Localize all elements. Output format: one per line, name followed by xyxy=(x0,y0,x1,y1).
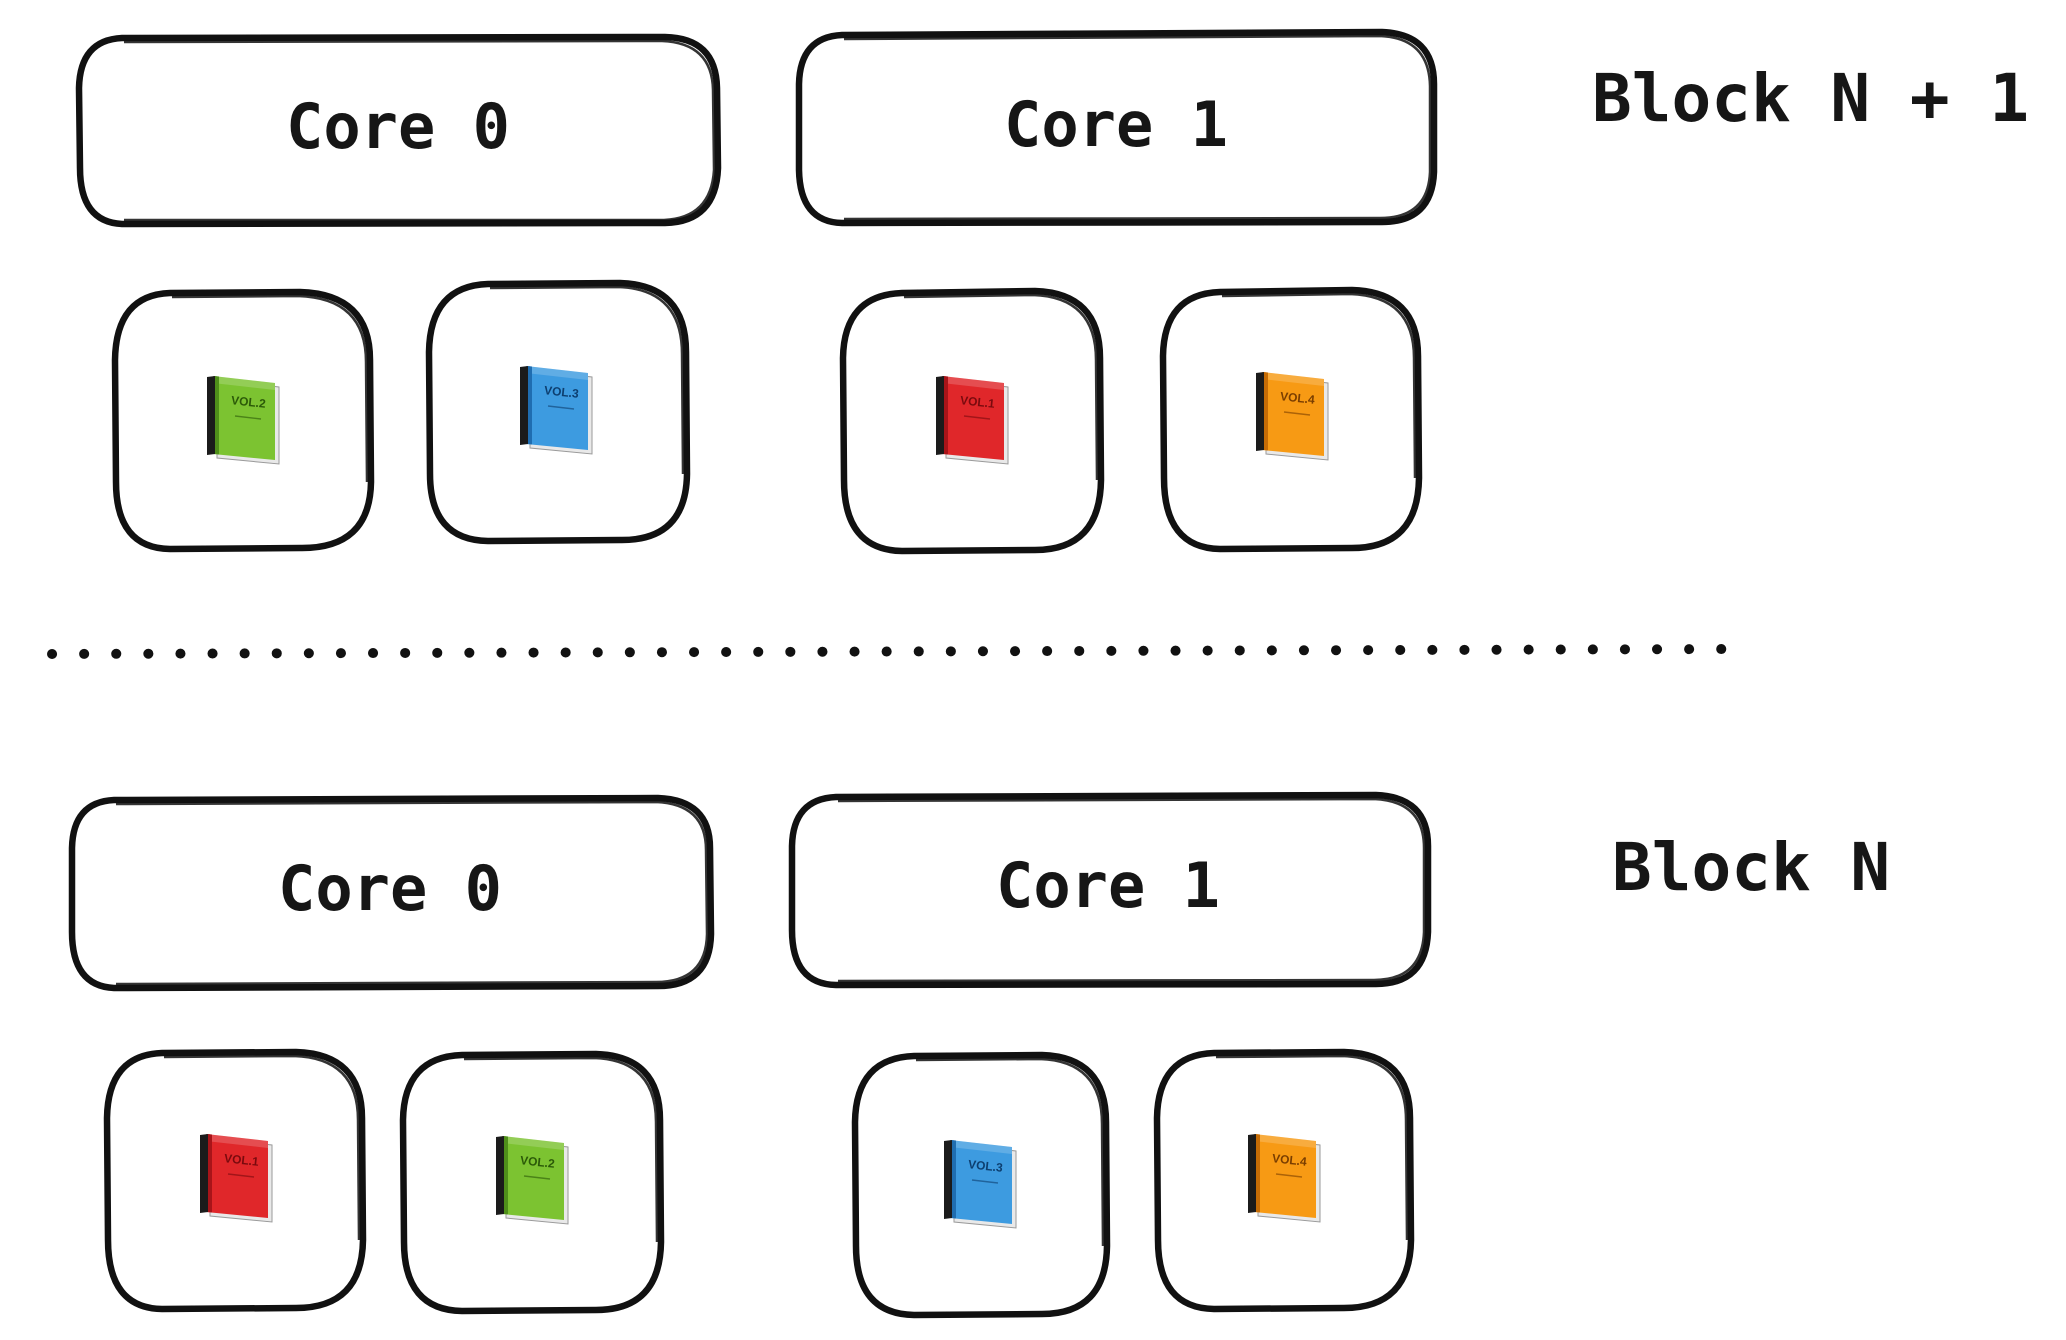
book-volume-label: VOL.4 xyxy=(1271,1151,1307,1169)
core-label: Core 0 xyxy=(286,90,510,163)
book-volume-label: VOL.1 xyxy=(223,1151,259,1169)
book-icon: VOL.4 xyxy=(1248,1134,1321,1223)
core-1-box xyxy=(795,28,1438,227)
core-0-group: Core 0 xyxy=(75,33,722,228)
core-label: Core 0 xyxy=(278,852,502,925)
book-volume-label: VOL.3 xyxy=(967,1157,1003,1175)
block-label: Block N + 1 xyxy=(1592,60,2029,137)
block-n-plus-1: Block N + 1 Core 0 Core 1 VOL.2 VOL.3 xyxy=(75,28,2029,555)
core-0-box xyxy=(68,794,715,992)
slot: VOL.4 xyxy=(1153,1048,1415,1313)
book-volume-label: VOL.2 xyxy=(519,1153,555,1171)
core-1-group: Core 1 xyxy=(788,791,1432,989)
book-icon: VOL.1 xyxy=(200,1134,273,1223)
core-label: Core 1 xyxy=(1004,88,1228,161)
book-icon: VOL.3 xyxy=(520,366,593,455)
book-icon: VOL.2 xyxy=(496,1136,569,1225)
slot: VOL.2 xyxy=(399,1050,665,1315)
book-volume-label: VOL.1 xyxy=(959,393,995,411)
book-volume-label: VOL.2 xyxy=(230,393,266,411)
block-label: Block N xyxy=(1612,829,1890,906)
slot: VOL.4 xyxy=(1159,286,1423,553)
slot: VOL.3 xyxy=(851,1051,1111,1319)
book-volume-label: VOL.4 xyxy=(1279,389,1315,407)
book-icon: VOL.3 xyxy=(944,1140,1017,1229)
core-0-box xyxy=(75,33,722,228)
book-icon: VOL.4 xyxy=(1256,372,1329,461)
core-label: Core 1 xyxy=(996,849,1220,922)
book-icon: VOL.1 xyxy=(936,376,1009,465)
slot: VOL.3 xyxy=(425,279,691,545)
slot: VOL.1 xyxy=(839,287,1105,555)
slot: VOL.2 xyxy=(111,288,375,553)
book-volume-label: VOL.3 xyxy=(543,383,579,401)
block-n: Block N Core 0 Core 1 VOL.1 VOL.2 VOL xyxy=(68,791,1890,1319)
core-0-group: Core 0 xyxy=(68,794,715,992)
core-1-box xyxy=(788,791,1432,989)
block-separator xyxy=(47,644,1745,659)
slot: VOL.1 xyxy=(103,1048,367,1313)
book-icon: VOL.2 xyxy=(207,376,280,465)
core-1-group: Core 1 xyxy=(795,28,1438,227)
